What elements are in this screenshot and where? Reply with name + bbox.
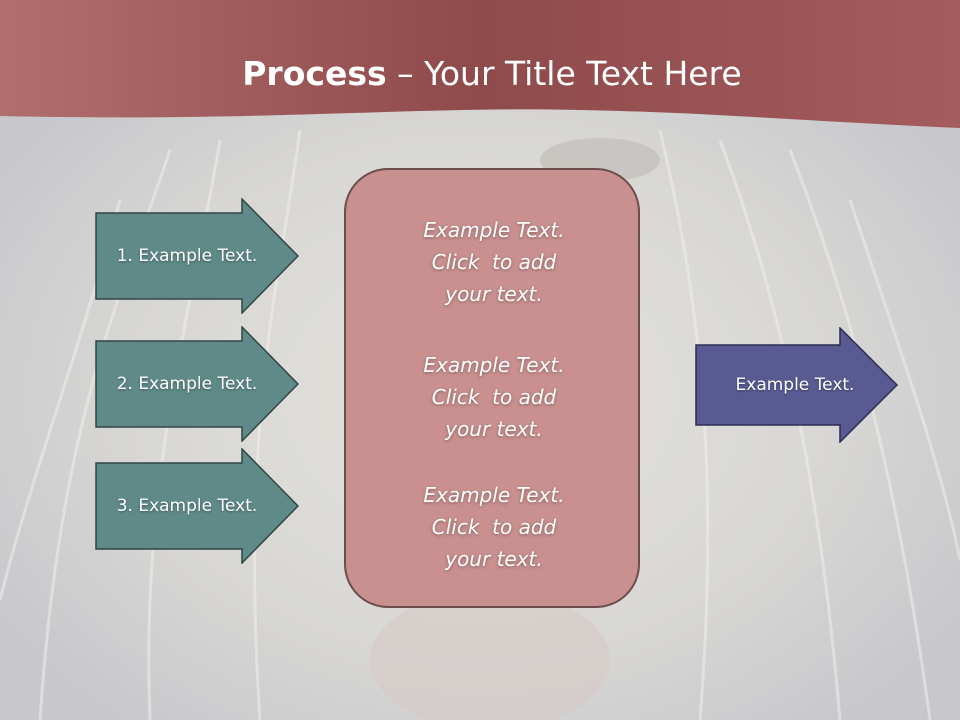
process-step-1-label: 1. Example Text.	[116, 246, 258, 266]
title-bold: Process	[242, 54, 387, 93]
arrow-shape	[95, 198, 299, 314]
arrow-shape	[95, 448, 299, 564]
header-banner	[0, 0, 960, 128]
center-text-line: Example Text.	[423, 483, 565, 507]
result-arrow[interactable]: Example Text.	[695, 327, 899, 443]
page-title: Process – Your Title Text Here	[0, 50, 960, 98]
center-text-line: Click to add	[431, 250, 557, 274]
process-step-2-arrow[interactable]: 2. Example Text.	[95, 326, 299, 442]
chin-shadow	[370, 590, 610, 720]
center-text-line: your text.	[445, 547, 543, 571]
center-text-line: Click to add	[431, 385, 557, 409]
center-text-line: Example Text.	[423, 218, 565, 242]
center-text-line: your text.	[445, 417, 543, 441]
center-text-line: Example Text.	[423, 353, 565, 377]
center-content-box[interactable]: Example Text. Click to add your text. Ex…	[344, 168, 640, 608]
center-text-block-3: Example Text. Click to add your text.	[346, 479, 642, 575]
process-step-3-arrow[interactable]: 3. Example Text.	[95, 448, 299, 564]
center-text-block-1: Example Text. Click to add your text.	[346, 214, 642, 310]
arrow-shape	[695, 327, 899, 443]
center-text-line: Click to add	[431, 515, 557, 539]
process-step-2-label: 2. Example Text.	[116, 374, 258, 394]
result-arrow-label: Example Text.	[735, 375, 855, 395]
arrow-shape	[95, 326, 299, 442]
title-rest: Your Title Text Here	[424, 54, 742, 93]
process-step-1-arrow[interactable]: 1. Example Text.	[95, 198, 299, 314]
process-step-3-label: 3. Example Text.	[116, 496, 258, 516]
center-text-line: your text.	[445, 282, 543, 306]
center-text-block-2: Example Text. Click to add your text.	[346, 349, 642, 445]
title-separator: –	[386, 54, 425, 93]
